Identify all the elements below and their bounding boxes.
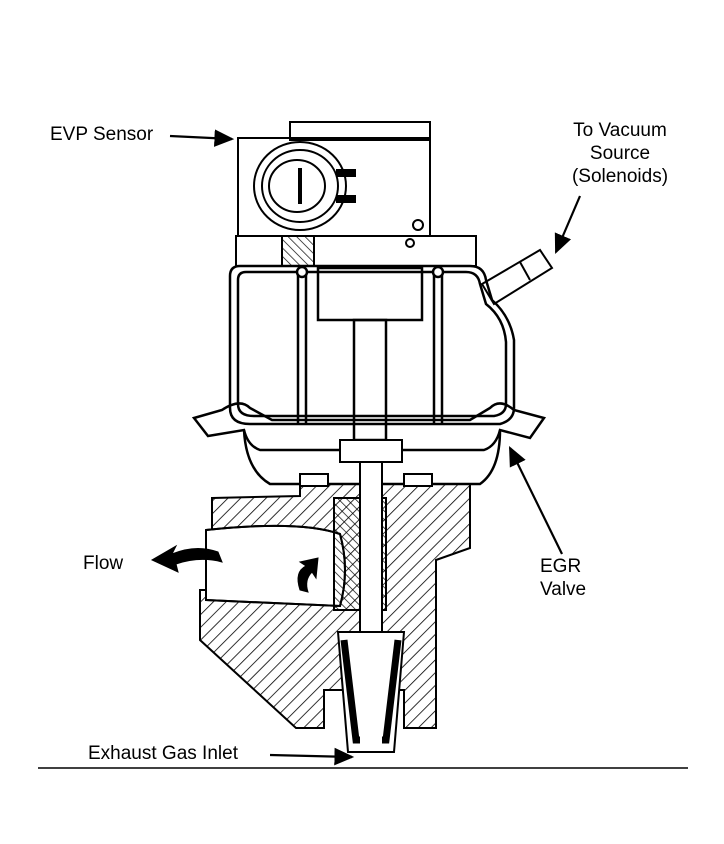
diaphragm-flange bbox=[191, 402, 547, 486]
flow-label: Flow bbox=[83, 553, 124, 574]
leader-lines bbox=[169, 129, 582, 766]
evp-sensor-label: EVP Sensor bbox=[50, 124, 154, 145]
egr-valve-label-line1: EGR bbox=[540, 556, 582, 577]
valve-body bbox=[199, 439, 471, 753]
flow-arrows bbox=[150, 544, 319, 593]
vacuum-port bbox=[480, 248, 554, 306]
vacuum-source-label-line1: To Vacuum bbox=[573, 120, 667, 141]
diaphragm-housing bbox=[228, 264, 516, 442]
evp-sensor bbox=[237, 121, 431, 237]
egr-valve-label-line2: Valve bbox=[540, 579, 587, 600]
vacuum-source-label-line2: Source bbox=[589, 143, 651, 164]
vacuum-source-label-line3: (Solenoids) bbox=[571, 166, 669, 187]
mounting-plate bbox=[235, 235, 477, 267]
exhaust-gas-inlet-label: Exhaust Gas Inlet bbox=[88, 743, 238, 764]
